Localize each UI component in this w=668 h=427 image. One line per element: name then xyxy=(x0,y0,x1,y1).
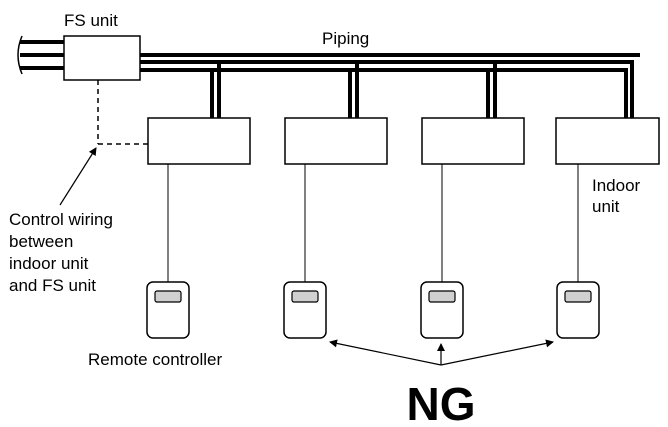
indoor-unit-label-line2: unit xyxy=(592,197,620,216)
remote-controller-4 xyxy=(556,281,600,339)
control-wiring-arrow xyxy=(59,147,97,206)
indoor-unit-2 xyxy=(284,117,388,165)
indoor-unit-label-line1: Indoor xyxy=(592,176,641,195)
main-piping xyxy=(140,53,640,118)
control-wiring-label-line1: Control wiring xyxy=(9,210,113,229)
ng-label: NG xyxy=(407,378,476,427)
remote-controller-2 xyxy=(283,281,327,339)
indoor-unit-3 xyxy=(421,117,525,165)
remote-controller-display xyxy=(564,290,592,303)
fs-unit-label: FS unit xyxy=(64,11,118,30)
remote-controller-3 xyxy=(420,281,464,339)
control-wiring-dashed xyxy=(97,80,148,145)
control-wiring-label-line3: indoor unit xyxy=(9,254,89,273)
incoming-pipe-bundle xyxy=(17,35,64,75)
remote-controller-cables xyxy=(167,164,579,282)
remote-controller-1 xyxy=(146,281,190,339)
remote-controller-label: Remote controller xyxy=(88,350,223,369)
control-wiring-label-line4: and FS unit xyxy=(9,276,96,295)
indoor-unit-4 xyxy=(555,117,660,165)
remote-controller-display xyxy=(291,290,319,303)
remote-controller-display xyxy=(428,290,456,303)
piping-label: Piping xyxy=(322,29,369,48)
indoor-unit-1 xyxy=(147,117,251,165)
ng-arrows xyxy=(329,339,554,366)
branch-pipes xyxy=(210,62,497,118)
control-wiring-label-line2: between xyxy=(9,232,73,251)
fs-unit-box xyxy=(63,35,141,81)
remote-controller-display xyxy=(154,290,182,303)
